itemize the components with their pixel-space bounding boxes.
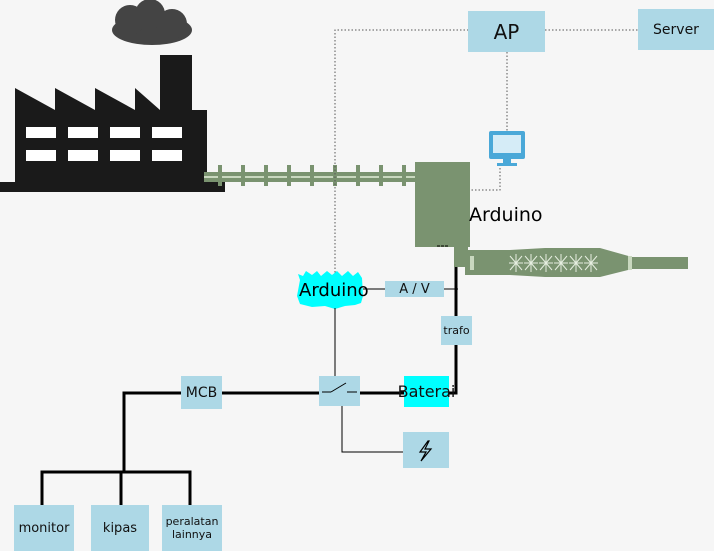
arduino-sensor-blob (297, 271, 363, 309)
baterai-label: Baterai (397, 382, 456, 401)
arduino-sensor-label: Arduino (299, 280, 369, 301)
thermoelectric-generator-icon (454, 247, 688, 277)
mcb-box: MCB (181, 376, 222, 409)
power-wires (40, 267, 458, 507)
server-label: Server (653, 21, 699, 38)
computer-monitor-icon (489, 131, 525, 166)
baterai-box: Baterai (398, 376, 455, 407)
network-links (334, 29, 638, 283)
signal-wires (334, 288, 458, 453)
ap-label: AP (493, 19, 520, 44)
monitor-label: monitor (18, 520, 70, 536)
arduino-main-label: Arduino (469, 204, 543, 226)
av-meter-label: A / V (399, 281, 430, 297)
trafo-box: trafo (441, 316, 472, 345)
switch-icon (322, 382, 357, 393)
peralatan-label: peralatan lainnya (165, 515, 219, 541)
factory-icon (0, 55, 225, 192)
trafo-label: trafo (443, 324, 470, 337)
mcb-label: MCB (185, 384, 218, 401)
kipas-label: kipas (102, 520, 138, 536)
av-meter-box: A / V (385, 281, 444, 297)
switch-box (319, 376, 360, 406)
peralatan-lainnya-box: peralatan lainnya (162, 505, 222, 551)
server-box: Server (638, 9, 714, 50)
exhaust-pipe-icon (204, 165, 416, 186)
lightning-icon (418, 440, 433, 462)
power-source-box (403, 432, 449, 468)
arduino-pins (437, 245, 448, 247)
smoke-cloud-icon (112, 0, 192, 45)
access-point-box: AP (468, 11, 545, 52)
arduino-device-box (415, 162, 470, 247)
monitor-box: monitor (14, 505, 74, 551)
kipas-box: kipas (91, 505, 149, 551)
